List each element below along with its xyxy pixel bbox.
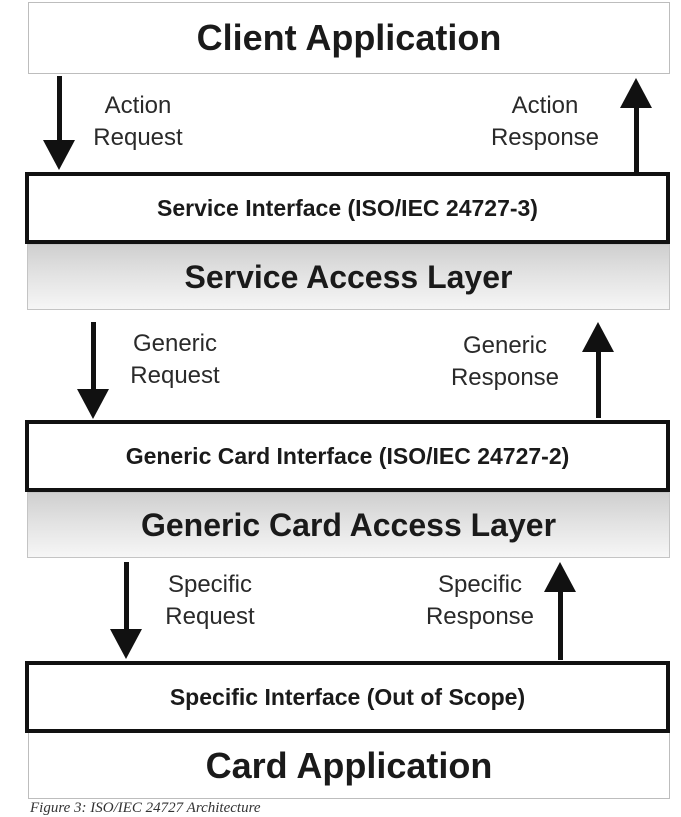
generic-card-interface-box: Generic Card Interface (ISO/IEC 24727-2) [25, 420, 670, 492]
specific-request-label: Specific Request [165, 571, 255, 630]
generic-response-arrow-shaft [596, 350, 601, 418]
service-access-layer-band: Service Access Layer [27, 244, 670, 310]
specific-request-arrow-shaft [124, 562, 129, 630]
specific-response-label: Specific Response [425, 571, 535, 630]
service-access-layer-title: Service Access Layer [184, 258, 513, 295]
generic-request-arrow-shaft [91, 322, 96, 390]
generic-request-label: Generic Request [130, 330, 220, 389]
specific-interface-box: Specific Interface (Out of Scope) [25, 661, 670, 733]
generic-response-label: Generic Response [450, 332, 560, 391]
client-application-box: Client Application [28, 2, 670, 74]
generic-card-access-layer-band: Generic Card Access Layer [27, 492, 670, 558]
card-application-title: Card Application [205, 744, 493, 786]
generic-response-arrow-head [582, 322, 614, 352]
generic-card-interface-title: Generic Card Interface (ISO/IEC 24727-2) [125, 442, 570, 469]
specific-interface-title: Specific Interface (Out of Scope) [169, 683, 526, 710]
action-response-arrow-head [620, 78, 652, 108]
specific-response-arrow-head [544, 562, 576, 592]
action-request-arrow-head [43, 140, 75, 170]
generic-request-arrow-head [77, 389, 109, 419]
service-interface-box: Service Interface (ISO/IEC 24727-3) [25, 172, 670, 244]
card-application-box: Card Application [28, 733, 670, 799]
action-response-label: Action Response [490, 92, 600, 151]
generic-card-access-layer-title: Generic Card Access Layer [140, 506, 557, 543]
action-request-arrow-shaft [57, 76, 62, 140]
specific-response-arrow-shaft [558, 590, 563, 660]
client-application-title: Client Application [196, 17, 502, 58]
action-request-label: Action Request [93, 92, 183, 151]
figure-caption: Figure 3: ISO/IEC 24727 Architecture [30, 800, 261, 816]
action-response-arrow-shaft [634, 106, 639, 172]
service-interface-title: Service Interface (ISO/IEC 24727-3) [157, 194, 538, 221]
specific-request-arrow-head [110, 629, 142, 659]
